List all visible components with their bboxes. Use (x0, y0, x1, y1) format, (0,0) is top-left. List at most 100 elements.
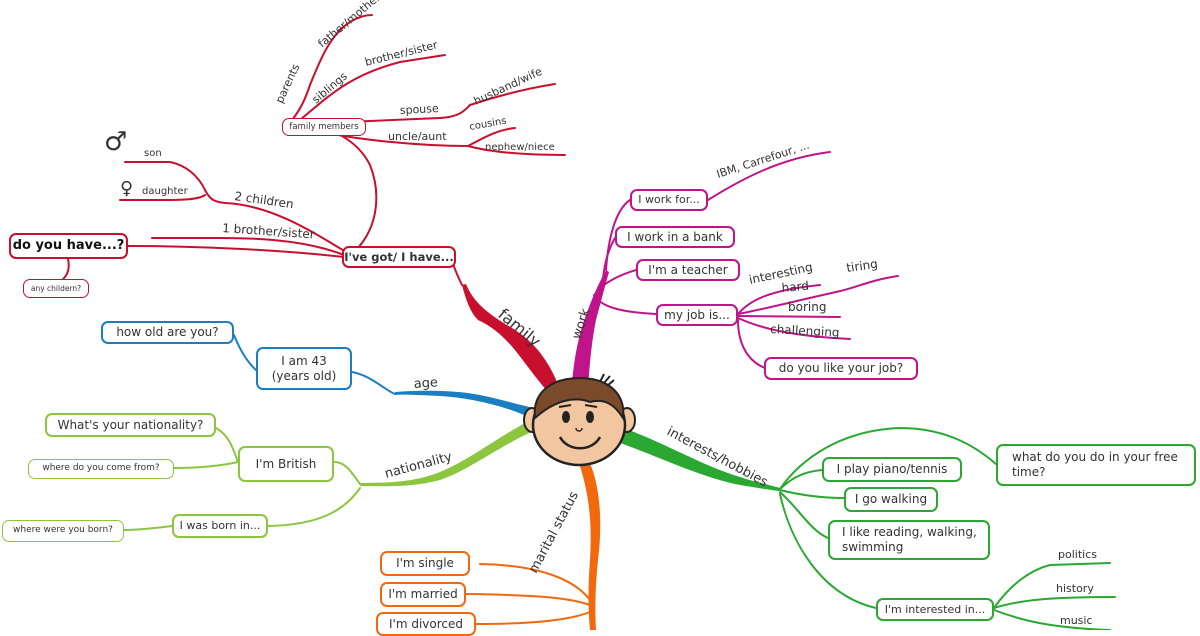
age-branch (395, 390, 545, 422)
work-labels: IBM, Carrefour, ... interesting hard tir… (715, 139, 879, 340)
marital-branch (578, 455, 601, 630)
family-main-box[interactable]: I've got/ I have... (342, 246, 456, 268)
face-left-brow (558, 404, 572, 408)
age-answer-line2: (years old) (271, 368, 337, 383)
family-link-cousins (467, 127, 516, 147)
interests-connectors (779, 426, 1116, 630)
nationality-whereborn-box[interactable]: where were you born? (2, 520, 124, 542)
interest-labels: politics history music (1056, 548, 1097, 627)
face-smile (558, 436, 602, 450)
work-link-teacher (599, 269, 637, 289)
family-link-fm (309, 14, 373, 86)
work-link-hard (737, 275, 899, 315)
int-link-question (779, 426, 997, 490)
family-link-children (204, 189, 347, 253)
face-hair-tuft (599, 373, 615, 387)
family-link-nephew (467, 145, 566, 156)
family-link-siblings (299, 54, 446, 121)
nationality-british-box[interactable]: I'm British (238, 446, 334, 482)
marital-link-married (465, 593, 591, 606)
work-branch (572, 270, 609, 388)
interests-branch (612, 425, 780, 491)
family-question-box[interactable]: do you have...? (9, 233, 128, 259)
marital-divorced-box[interactable]: I'm divorced (376, 612, 476, 636)
work-bank-box[interactable]: I work in a bank (615, 226, 735, 248)
interests-reading-line2: swimming (842, 540, 904, 554)
work-link-interesting (737, 284, 821, 315)
marital-married-box[interactable]: I'm married (380, 582, 466, 607)
label-siblings: siblings (310, 69, 350, 106)
interests-interested-box[interactable]: I'm interested in... (876, 598, 994, 621)
face-nose (575, 427, 583, 432)
work-link-challenging (737, 317, 851, 340)
branch-label-marital: marital status (526, 489, 582, 576)
face-right-eye (586, 411, 594, 423)
int-link-interested (779, 493, 877, 609)
work-link-job (593, 294, 657, 315)
main-branches (360, 270, 780, 630)
age-answer-line1: I am 43 (281, 353, 327, 368)
family-question-sub-box[interactable]: any childern? (23, 279, 89, 298)
label-uncle-aunt: uncle/aunt (388, 130, 447, 143)
marital-connectors (465, 563, 591, 625)
label-adjective-tiring: tiring (845, 257, 878, 275)
label-one-brother: 1 brother/sister (222, 221, 315, 241)
work-teacher-box[interactable]: I'm a teacher (636, 259, 740, 281)
label-husband-wife: husband/wife (472, 65, 545, 108)
marital-single-box[interactable]: I'm single (380, 551, 470, 576)
int-link-politics (993, 562, 1111, 609)
nationality-comefrom-box[interactable]: where do you come from? (28, 459, 174, 479)
family-members-box[interactable]: family members (282, 118, 366, 136)
int-link-history (993, 596, 1116, 609)
interests-reading-box[interactable]: I like reading, walking, swimming (828, 520, 990, 560)
work-link-companies (707, 151, 831, 201)
branch-label-age: age (413, 375, 438, 392)
age-question-box[interactable]: how old are you? (101, 321, 234, 344)
work-like-job-box[interactable]: do you like your job? (764, 357, 918, 380)
male-symbol-icon: ♂ (104, 127, 127, 157)
age-connectors (233, 334, 396, 395)
int-link-reading (779, 491, 829, 539)
age-link-question (233, 334, 257, 371)
family-link-son (124, 161, 206, 191)
face-hair (533, 376, 625, 421)
int-link-piano (779, 469, 823, 490)
label-brother-sister: brother/sister (364, 38, 440, 69)
interests-piano-box[interactable]: I play piano/tennis (822, 457, 962, 482)
label-spouse: spouse (399, 102, 439, 117)
family-link-brother (151, 237, 345, 256)
boy-face-icon (523, 373, 636, 467)
nat-link-british (333, 461, 361, 485)
family-link-members (321, 127, 378, 251)
nat-link-whereborn (123, 525, 173, 531)
label-adjective-hard: hard (781, 279, 809, 295)
nationality-born-box[interactable]: I was born in... (172, 514, 268, 538)
nat-link-born (267, 487, 361, 527)
int-link-music (993, 609, 1111, 630)
interests-walking-box[interactable]: I go walking (844, 487, 938, 512)
work-job-is-box[interactable]: my job is... (656, 304, 738, 326)
label-companies: IBM, Carrefour, ... (715, 139, 811, 181)
label-topic-history: history (1056, 582, 1094, 595)
nat-link-question (215, 427, 239, 463)
nationality-question-box[interactable]: What's your nationality? (45, 413, 216, 437)
label-two-children: 2 children (234, 189, 295, 211)
age-link-answer (351, 371, 396, 395)
age-answer-box[interactable]: I am 43 (years old) (256, 347, 352, 390)
face-right-brow (584, 404, 598, 408)
work-link-bank (602, 237, 616, 279)
work-link-boring (737, 315, 841, 318)
family-connectors (61, 14, 566, 286)
interests-question-box[interactable]: what do you do in your free time? (996, 444, 1196, 486)
family-link-parents (291, 84, 311, 121)
family-link-spouse (321, 104, 471, 124)
label-adjective-challenging: challenging (770, 322, 840, 340)
work-for-box[interactable]: I work for... (630, 189, 708, 211)
family-link-husband (469, 83, 556, 106)
nationality-branch (360, 418, 540, 487)
label-topic-music: music (1060, 614, 1093, 627)
work-connectors (593, 151, 899, 369)
label-daughter: daughter (142, 186, 189, 197)
face-left-eye (562, 411, 570, 423)
